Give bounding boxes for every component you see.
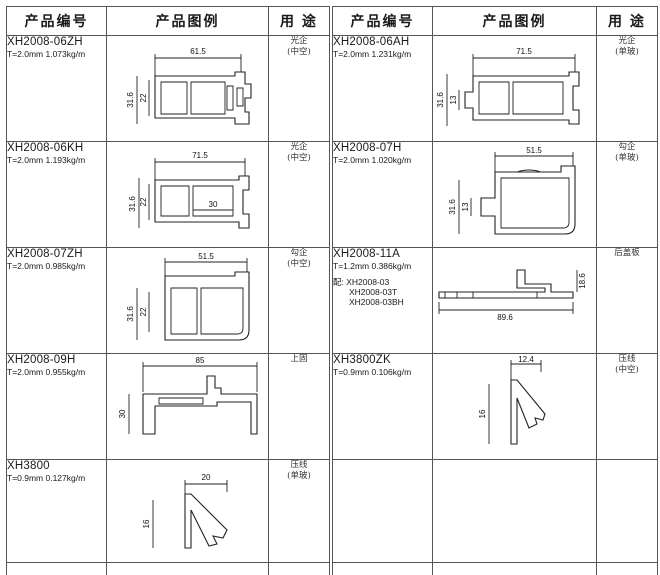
header-drawing: 产品图例	[106, 6, 269, 36]
svg-text:12.4: 12.4	[518, 355, 534, 364]
product-spec: T=2.0mm 0.985kg/m	[7, 261, 86, 271]
product-spec: T=2.0mm 1.073kg/m	[7, 49, 86, 59]
product-spec: T=2.0mm 1.020kg/m	[333, 155, 412, 165]
product-code: XH2008-09H	[7, 354, 76, 366]
table-row: XH2008-11A T=1.2mm 0.386kg/m 配: XH2008-0…	[332, 247, 658, 354]
svg-text:51.5: 51.5	[526, 146, 542, 155]
right-product-table: 产品编号 产品图例 用 途 XH2008-06AH T=2.0mm 1.231k…	[332, 6, 658, 575]
product-code: XH2008-11A	[333, 248, 400, 260]
table-row: XH2008-09H T=2.0mm 0.955kg/m 85 30 上固	[6, 353, 330, 460]
svg-text:31.6: 31.6	[126, 306, 135, 322]
product-spec: T=2.0mm 0.955kg/m	[7, 367, 86, 377]
svg-text:61.5: 61.5	[190, 47, 206, 56]
product-spec: T=0.9mm 0.127kg/m	[7, 473, 86, 483]
svg-text:18.6: 18.6	[578, 273, 587, 289]
product-code: XH3800	[7, 460, 50, 472]
product-spec: T=2.0mm 1.231kg/m	[333, 49, 412, 59]
svg-text:31.6: 31.6	[448, 199, 457, 215]
profile-drawing: 51.5 31.6 22	[106, 247, 269, 354]
svg-text:16: 16	[142, 519, 151, 528]
table-row: XH2008-06AH T=2.0mm 1.231kg/m 71.5 31.6 …	[332, 35, 658, 142]
svg-text:22: 22	[139, 307, 148, 316]
profile-drawing: 18.6 89.6	[432, 247, 597, 354]
table-row	[332, 459, 658, 563]
svg-text:71.5: 71.5	[516, 47, 532, 56]
profile-drawing: 85 30	[106, 353, 269, 460]
table-row: XH3800 T=0.9mm 0.127kg/m 20 16 压线(单玻)	[6, 459, 330, 563]
profile-drawing: 71.5 31.6 22 30	[106, 141, 269, 248]
svg-text:51.5: 51.5	[198, 252, 214, 261]
product-code: XH3800ZK	[333, 354, 391, 366]
svg-text:20: 20	[202, 473, 211, 482]
header-usage: 用 途	[268, 6, 330, 36]
header-drawing: 产品图例	[432, 6, 597, 36]
header-code: 产品编号	[6, 6, 107, 36]
svg-text:30: 30	[118, 409, 127, 418]
svg-text:16: 16	[478, 409, 487, 418]
profile-drawing: 12.4 16	[432, 353, 597, 460]
svg-text:89.6: 89.6	[497, 313, 513, 322]
svg-text:22: 22	[139, 93, 148, 102]
product-spec: T=0.9mm 0.106kg/m	[333, 367, 412, 377]
product-code: XH2008-06ZH	[7, 36, 83, 48]
svg-text:30: 30	[209, 200, 218, 209]
header-code: 产品编号	[332, 6, 433, 36]
header-usage: 用 途	[596, 6, 658, 36]
table-row: XH2008-07H T=2.0mm 1.020kg/m 51.5 31.6 1…	[332, 141, 658, 248]
svg-text:71.5: 71.5	[192, 151, 208, 160]
svg-text:13: 13	[461, 202, 470, 211]
profile-drawing: 51.5 31.6 13	[432, 141, 597, 248]
product-code: XH2008-06KH	[7, 142, 84, 154]
product-code: XH2008-07H	[333, 142, 402, 154]
svg-text:13: 13	[449, 95, 458, 104]
profile-drawing: 61.5 31.6 22	[106, 35, 269, 142]
product-code: XH2008-06AH	[333, 36, 410, 48]
table-row: XH2008-06KH T=2.0mm 1.193kg/m 71.5 31.6 …	[6, 141, 330, 248]
svg-text:31.6: 31.6	[126, 92, 135, 108]
profile-drawing: 20 16	[106, 459, 269, 563]
svg-text:31.6: 31.6	[128, 196, 137, 212]
table-row: XH3800ZK T=0.9mm 0.106kg/m 12.4 16 压线(中空…	[332, 353, 658, 460]
table-row: XH2008-07ZH T=2.0mm 0.985kg/m 51.5 31.6 …	[6, 247, 330, 354]
svg-text:22: 22	[139, 197, 148, 206]
product-code: XH2008-07ZH	[7, 248, 83, 260]
profile-drawing: 71.5 31.6 13	[432, 35, 597, 142]
accessory-list: 配: XH2008-03 XH2008-03T XH2008-03BH	[333, 277, 404, 307]
left-product-table: 产品编号 产品图例 用 途 XH2008-06ZH T=2.0mm 1.073k…	[6, 6, 330, 575]
product-spec: T=1.2mm 0.386kg/m	[333, 261, 412, 271]
product-spec: T=2.0mm 1.193kg/m	[7, 155, 86, 165]
svg-text:31.6: 31.6	[436, 92, 445, 108]
svg-text:85: 85	[196, 356, 205, 365]
table-row: XH2008-06ZH T=2.0mm 1.073kg/m 61.5 31.6 …	[6, 35, 330, 142]
